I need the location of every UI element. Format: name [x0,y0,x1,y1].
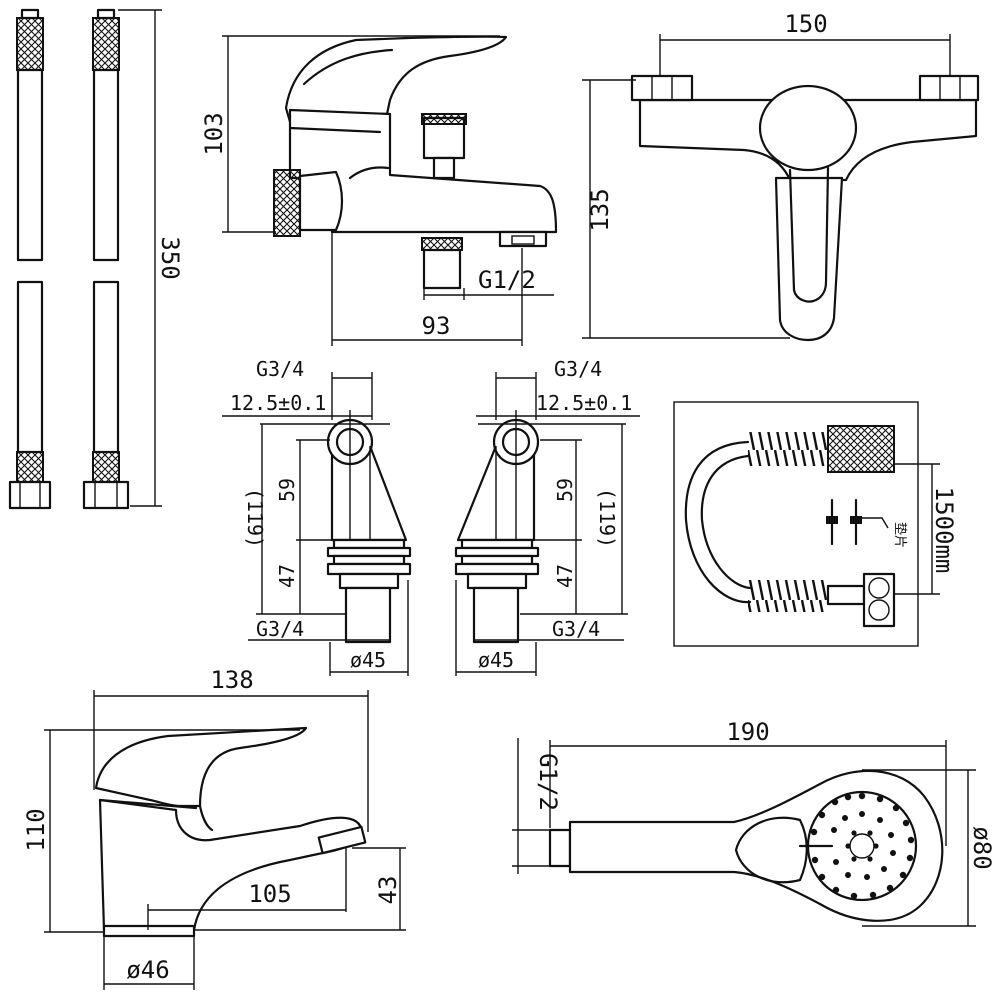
wall-centers-dimension: 150 [659,10,951,76]
hose-kit-length-label: 1500mm [930,487,958,574]
wall-mixer: 150 135 [582,10,980,342]
shower-nozzles [810,792,915,900]
basin-spout-height-dim: 43 [194,847,406,931]
shower-length-label: 190 [726,718,769,746]
wall-height-label: 135 [586,188,614,231]
wall-mixer-lever [774,176,844,342]
basin-aerator [317,825,367,855]
basin-spout-height-label: 43 [374,876,402,905]
shower-diameter-label: ø80 [968,826,996,869]
right-top-thread-dim: G3/4 [495,357,602,420]
right-diameter-dim: ø45 [455,580,537,676]
basin-width-label: 138 [210,666,253,694]
eccentric-connector-right: G3/4 12.5±0.1 (119) 59 47 G3/4 ø45 [454,357,640,676]
right-bottom-thread-label: G3/4 [552,617,600,641]
shower-connector [548,828,572,868]
basin-height-dim: 110 [22,729,300,933]
hose-right [82,8,130,510]
shower-hose-kit: 垫片 1500mm [673,401,958,647]
bath-outlet-thread-dimension: G1/2 [423,266,554,300]
basin-diameter-label: ø46 [126,956,169,984]
basin-diameter-dim: ø46 [103,936,195,990]
shower-length-dim: 190 [549,718,947,846]
wall-height-dimension: 135 [582,79,790,339]
left-diameter-dim: ø45 [329,580,409,676]
wall-centers-label: 150 [784,10,827,38]
washer-label: 垫片 [892,522,908,548]
left-offset-label: 12.5±0.1 [230,391,326,415]
right-upper-label: 59 [553,478,577,502]
right-diameter-label: ø45 [478,648,514,672]
hand-shower: 190 G1/2 ø80 [512,718,996,927]
bath-reach-dimension: 93 [331,232,523,346]
right-top-thread-label: G3/4 [554,357,602,381]
basin-reach-label: 105 [248,880,291,908]
right-offset-label: 12.5±0.1 [536,391,632,415]
basin-lever [94,726,308,808]
hose-left [8,8,52,510]
flexible-hoses: 350 [8,8,184,510]
hose-kit-frame [673,401,919,647]
left-total-label: (119) [243,488,267,548]
right-offset-dim: 12.5±0.1 [476,391,640,540]
left-diameter-label: ø45 [350,648,386,672]
washer-pair: 垫片 [826,498,908,548]
shower-thread-label: G1/2 [534,753,562,811]
basin-height-label: 110 [22,808,50,851]
right-total-label: (119) [595,488,619,548]
right-bottom-thread-dim: G3/4 [474,617,624,641]
left-upper-label: 59 [275,478,299,502]
left-top-thread-dim: G3/4 [256,357,373,420]
shower-diameter-dim: ø80 [862,769,996,927]
left-height-dims: (119) 59 47 [243,423,390,615]
basin-width-dim: 138 [93,666,369,832]
bath-height-label: 103 [200,112,228,155]
left-bottom-thread-dim: G3/4 [248,617,390,641]
shower-thread-dim: G1/2 [512,738,562,874]
bath-outlet-thread-label: G1/2 [478,266,536,294]
right-height-dims: (119) 59 47 [478,423,628,615]
hose-length-label: 350 [156,236,184,279]
bath-height-dimension: 103 [200,35,500,233]
basin-mixer: 138 110 105 43 ø46 [22,666,406,990]
eccentric-connector-left: G3/4 12.5±0.1 (119) 59 47 G3/4 ø45 [222,357,412,676]
bath-reach-label: 93 [422,312,451,340]
bath-mixer: 103 G1/2 93 [200,35,558,346]
hose-length-dimension: 350 [118,9,184,507]
left-lower-label: 47 [275,564,299,588]
hose-kit-length-dim: 1500mm [894,463,958,595]
left-top-thread-label: G3/4 [256,357,304,381]
right-lower-label: 47 [553,564,577,588]
left-bottom-thread-label: G3/4 [256,617,304,641]
left-offset-dim: 12.5±0.1 [222,391,372,540]
basin-reach-dim: 105 [147,848,347,930]
